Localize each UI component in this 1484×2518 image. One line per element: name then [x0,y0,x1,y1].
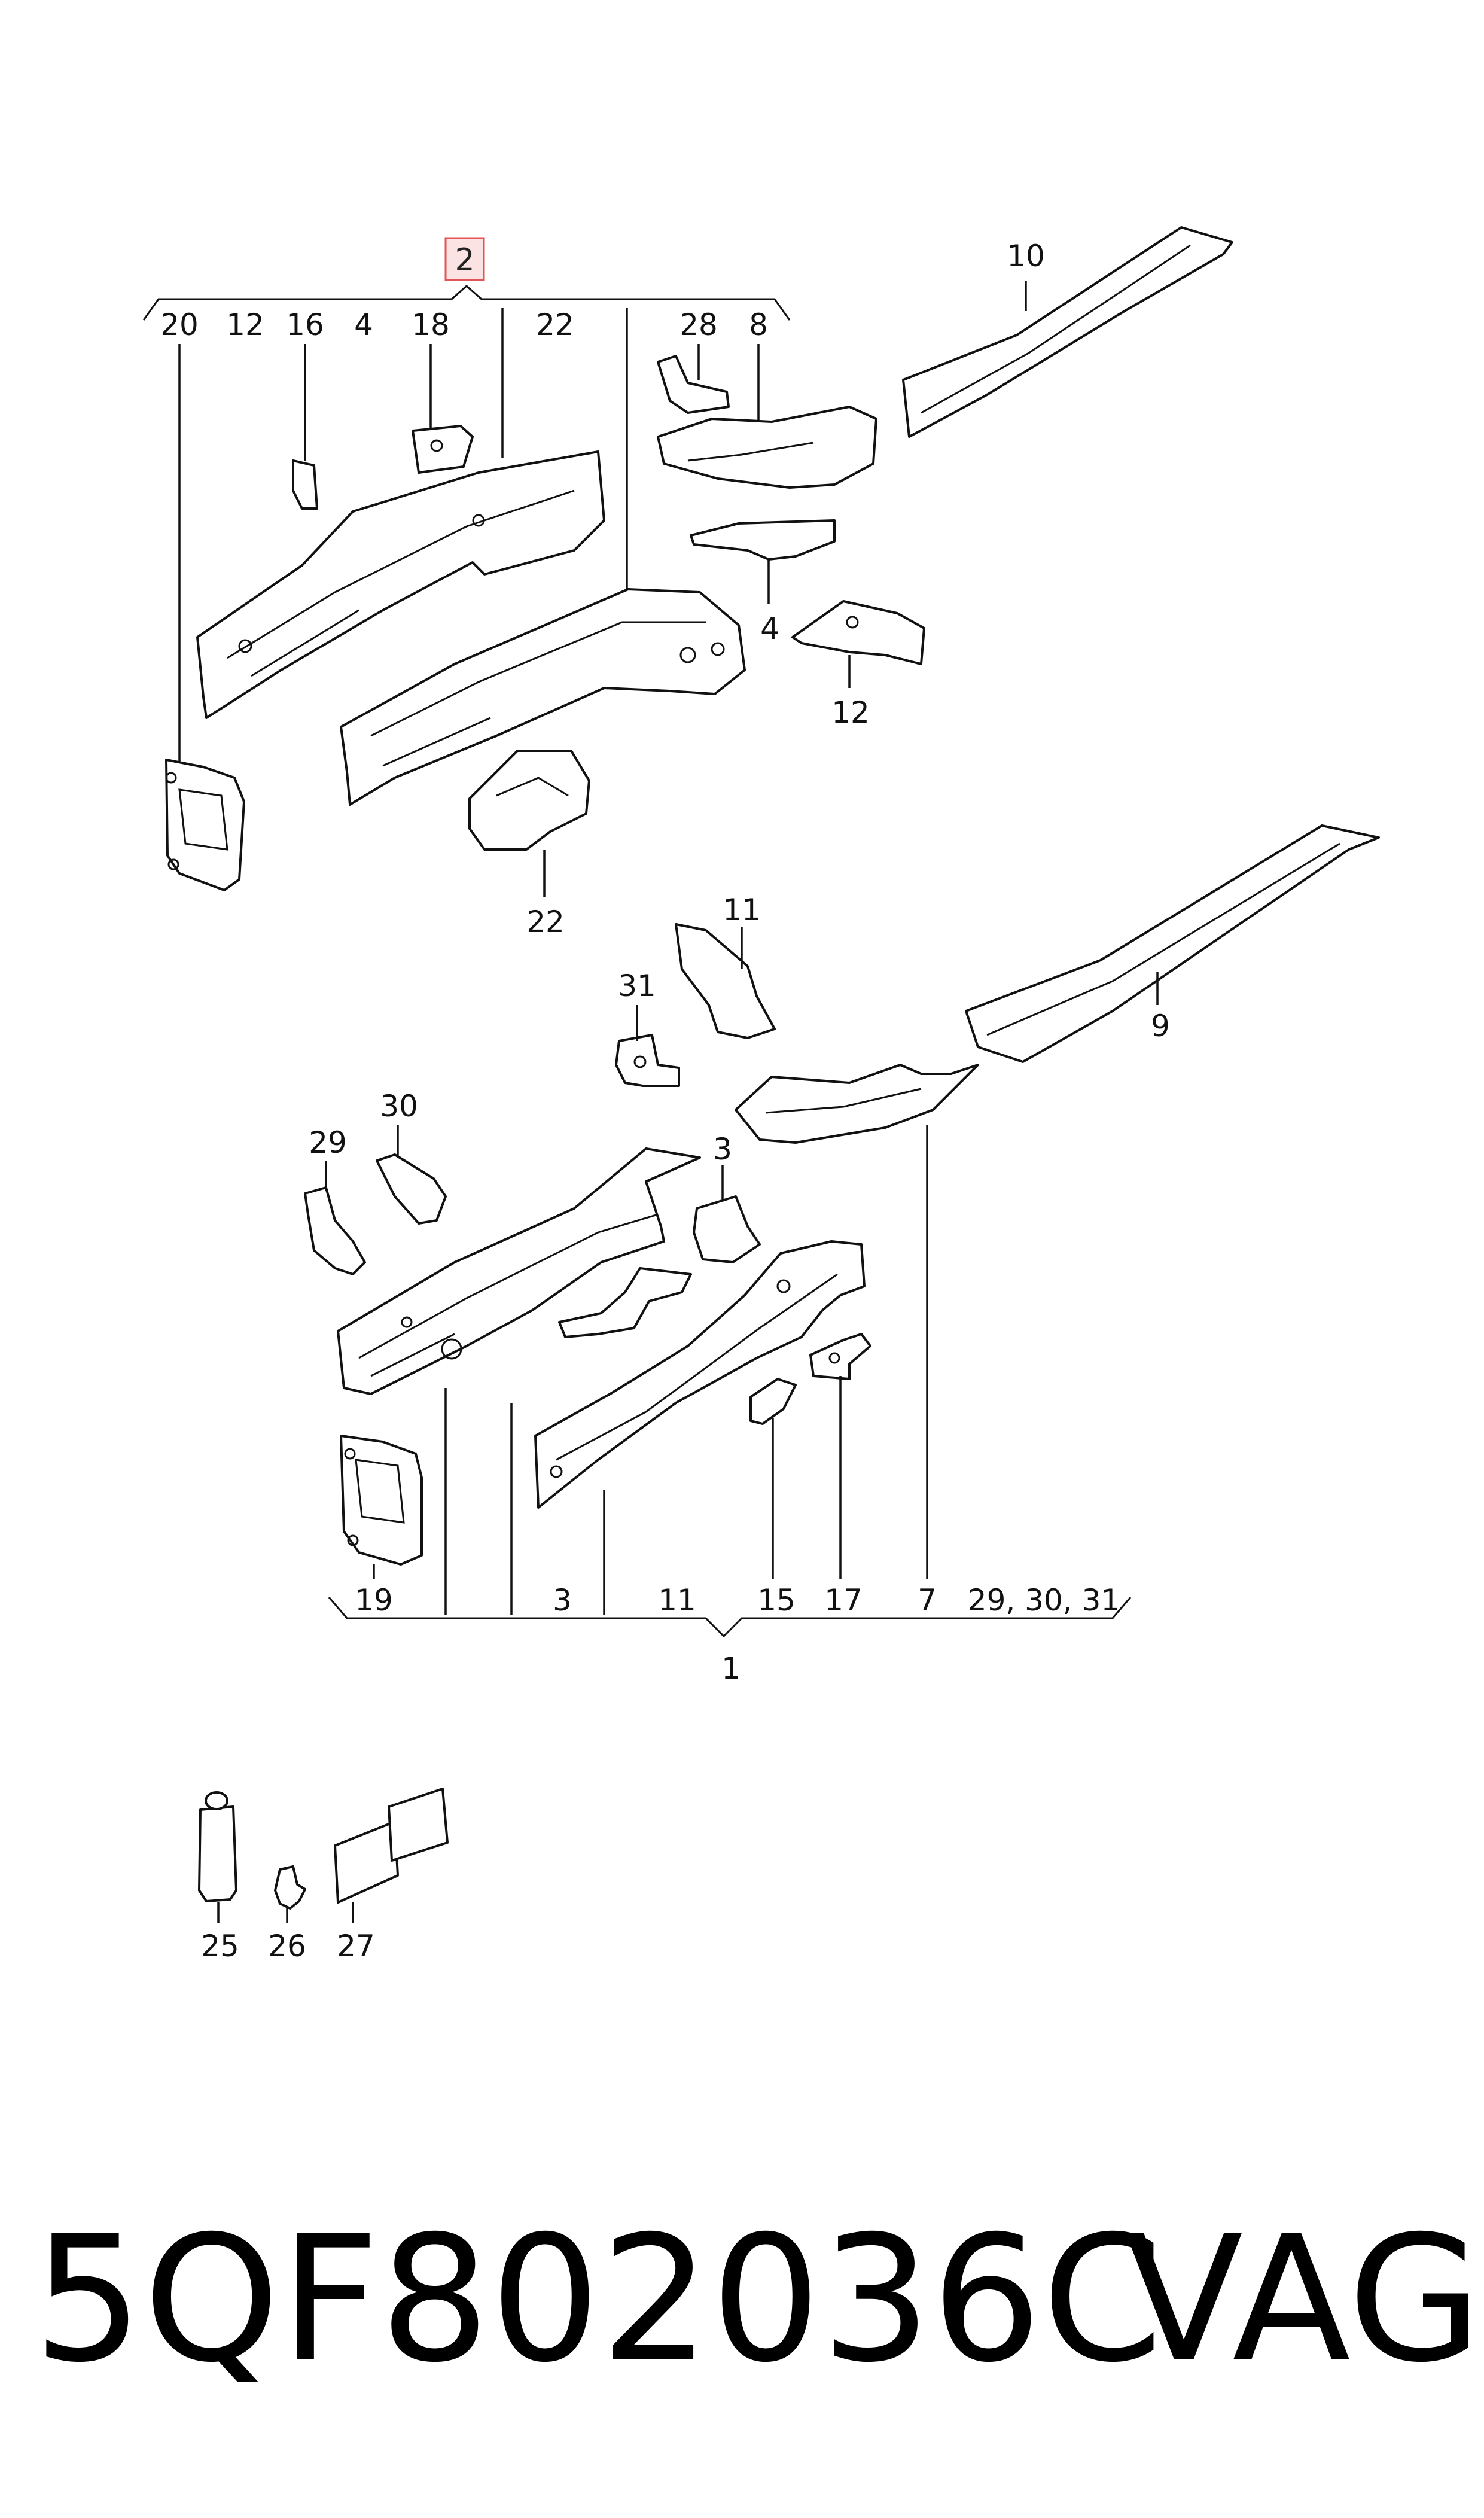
callout-label: 28 [679,307,718,342]
callout-label: 12 [831,695,870,730]
callout-label: 18 [412,307,450,342]
callout-label: 7 [918,1583,937,1618]
part-25-spray-can: 25 [198,1791,239,1963]
part-4-bracket: 4 [690,519,836,646]
part-3-bracket: 3 [693,1132,761,1263]
callout-label: 22 [536,307,574,342]
part-17-small-bracket [809,1333,871,1380]
part-29-bracket: 29 [304,1125,366,1275]
part-15-small-bracket [749,1378,797,1425]
part-12-bracket: 12 [791,600,925,730]
highlighted-part-label: 2 [455,242,474,278]
part-22-bracket: 22 [468,750,590,939]
highlighted-part-box [444,237,485,281]
part-7-wheelhouse [735,1064,979,1144]
part-26-clip: 26 [268,1865,306,1963]
callout-label: 10 [1007,239,1045,273]
callout-label: 16 [286,307,324,342]
part-upper-left-rail [196,450,605,719]
upper-group-brace: 2 [142,237,791,321]
callout-label: 12 [226,307,264,342]
part-18-small-bracket [412,425,474,474]
brand-name: VAG [1125,2199,1482,2401]
callout-label: 15 [757,1583,796,1618]
part-11-lower-rail [534,1240,866,1509]
part-31-bracket: 31 [615,969,680,1087]
lower-leader-lines [373,1125,928,1615]
callout-label: 11 [723,893,761,927]
group-label: 1 [721,1651,741,1686]
callout-label: 19 [355,1583,393,1618]
upper-leader-lines [178,308,760,772]
callout-label: 29 [309,1125,347,1160]
callout-label: 26 [268,1929,306,1963]
callout-label: 29, 30, 31 [968,1583,1120,1618]
part-30-bracket: 30 [376,1089,447,1225]
callout-label: 3 [553,1583,572,1618]
part-number: 5QF802036C [33,2199,1163,2401]
part-28-bracket [657,355,730,414]
part-9-sill: 9 [965,824,1380,1063]
part-11-bracket: 11 [675,893,776,1039]
part-upper-right-rail [340,588,746,806]
callout-label: 4 [354,307,373,342]
lower-group-labels: 19 3 11 15 17 7 29, 30, 31 1 [355,1583,1120,1686]
callout-label: 25 [201,1929,239,1963]
callout-label: 4 [760,611,779,646]
callout-label: 8 [749,307,768,342]
lower-group-brace [328,1597,1132,1638]
part-27-pads: 27 [334,1788,449,1963]
callout-label: 31 [618,969,656,1003]
upper-group-labels: 20 12 16 4 18 22 28 8 [160,307,768,342]
part-20-mount-bracket [165,759,245,891]
callout-label: 11 [658,1583,696,1618]
callout-label: 20 [160,307,199,342]
callout-label: 9 [1151,1009,1170,1043]
part-lower-left-rail [337,1147,701,1395]
part-10-sill: 10 [902,226,1233,438]
callout-label: 3 [713,1132,732,1167]
callout-label: 22 [526,905,565,939]
part-8-wheelhouse [657,406,877,489]
callout-label: 17 [824,1583,863,1618]
callout-label: 27 [337,1929,375,1963]
callout-label: 30 [380,1089,418,1123]
part-3-lower-bracket [558,1267,692,1338]
part-19-mount-bracket [340,1435,423,1566]
part-16-small-bracket [292,459,318,510]
